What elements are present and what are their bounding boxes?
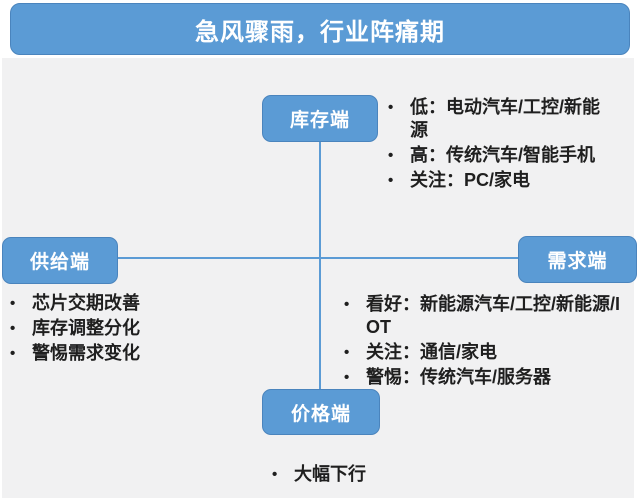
list-item-text: 警惕：传统汽车/服务器 bbox=[366, 367, 551, 387]
list-item: • 大幅下行 bbox=[272, 463, 494, 486]
node-price: 价格端 bbox=[262, 389, 380, 435]
list-item: • 芯片交期改善 bbox=[10, 292, 262, 315]
horizontal-connector-line bbox=[117, 257, 518, 259]
bullet-dot-icon: • bbox=[388, 99, 394, 116]
title-banner: 急风骤雨，行业阵痛期 bbox=[10, 3, 630, 55]
list-item: • 关注：PC/家电 bbox=[388, 169, 615, 192]
bullet-dot-icon: • bbox=[10, 295, 16, 312]
node-demand-label: 需求端 bbox=[547, 251, 608, 272]
list-item: • 低：电动汽车/工控/新能源 bbox=[388, 96, 615, 142]
bullet-dot-icon: • bbox=[272, 466, 278, 483]
list-item: • 高：传统汽车/智能手机 bbox=[388, 144, 615, 167]
node-inventory: 库存端 bbox=[262, 95, 378, 142]
node-inventory-label: 库存端 bbox=[289, 110, 350, 131]
node-demand: 需求端 bbox=[518, 236, 637, 283]
inventory-bullet-list: • 低：电动汽车/工控/新能源 • 高：传统汽车/智能手机 • 关注：PC/家电 bbox=[388, 96, 615, 194]
bullet-dot-icon: • bbox=[344, 344, 350, 361]
list-item-text: 高：传统汽车/智能手机 bbox=[410, 145, 595, 165]
list-item-text: 关注：通信/家电 bbox=[366, 342, 498, 362]
page-title: 急风骤雨，行业阵痛期 bbox=[195, 18, 445, 46]
list-item: • 警惕需求变化 bbox=[10, 342, 262, 365]
vertical-connector-line bbox=[319, 141, 321, 389]
list-item-text: 看好：新能源汽车/工控/新能源/IOT bbox=[366, 294, 621, 337]
list-item-text: 低：电动汽车/工控/新能源 bbox=[410, 97, 601, 140]
bullet-dot-icon: • bbox=[10, 345, 16, 362]
bullet-dot-icon: • bbox=[344, 369, 350, 386]
list-item: • 库存调整分化 bbox=[10, 317, 262, 340]
price-bullet-list: • 大幅下行 bbox=[272, 463, 494, 488]
bullet-dot-icon: • bbox=[388, 147, 394, 164]
bullet-dot-icon: • bbox=[10, 320, 16, 337]
node-supply: 供给端 bbox=[2, 237, 118, 284]
node-supply-label: 供给端 bbox=[29, 252, 90, 273]
list-item: • 警惕：传统汽车/服务器 bbox=[344, 366, 624, 389]
list-item-text: 芯片交期改善 bbox=[32, 293, 140, 313]
list-item-text: 库存调整分化 bbox=[32, 318, 140, 338]
supply-bullet-list: • 芯片交期改善 • 库存调整分化 • 警惕需求变化 bbox=[10, 292, 262, 367]
list-item-text: 大幅下行 bbox=[294, 464, 366, 484]
list-item: • 关注：通信/家电 bbox=[344, 341, 624, 364]
list-item-text: 关注：PC/家电 bbox=[410, 170, 531, 190]
list-item-text: 警惕需求变化 bbox=[32, 343, 140, 363]
list-item: • 看好：新能源汽车/工控/新能源/IOT bbox=[344, 293, 624, 339]
bullet-dot-icon: • bbox=[344, 296, 350, 313]
node-price-label: 价格端 bbox=[290, 403, 351, 425]
demand-bullet-list: • 看好：新能源汽车/工控/新能源/IOT • 关注：通信/家电 • 警惕：传统… bbox=[344, 293, 624, 391]
bullet-dot-icon: • bbox=[388, 172, 394, 189]
